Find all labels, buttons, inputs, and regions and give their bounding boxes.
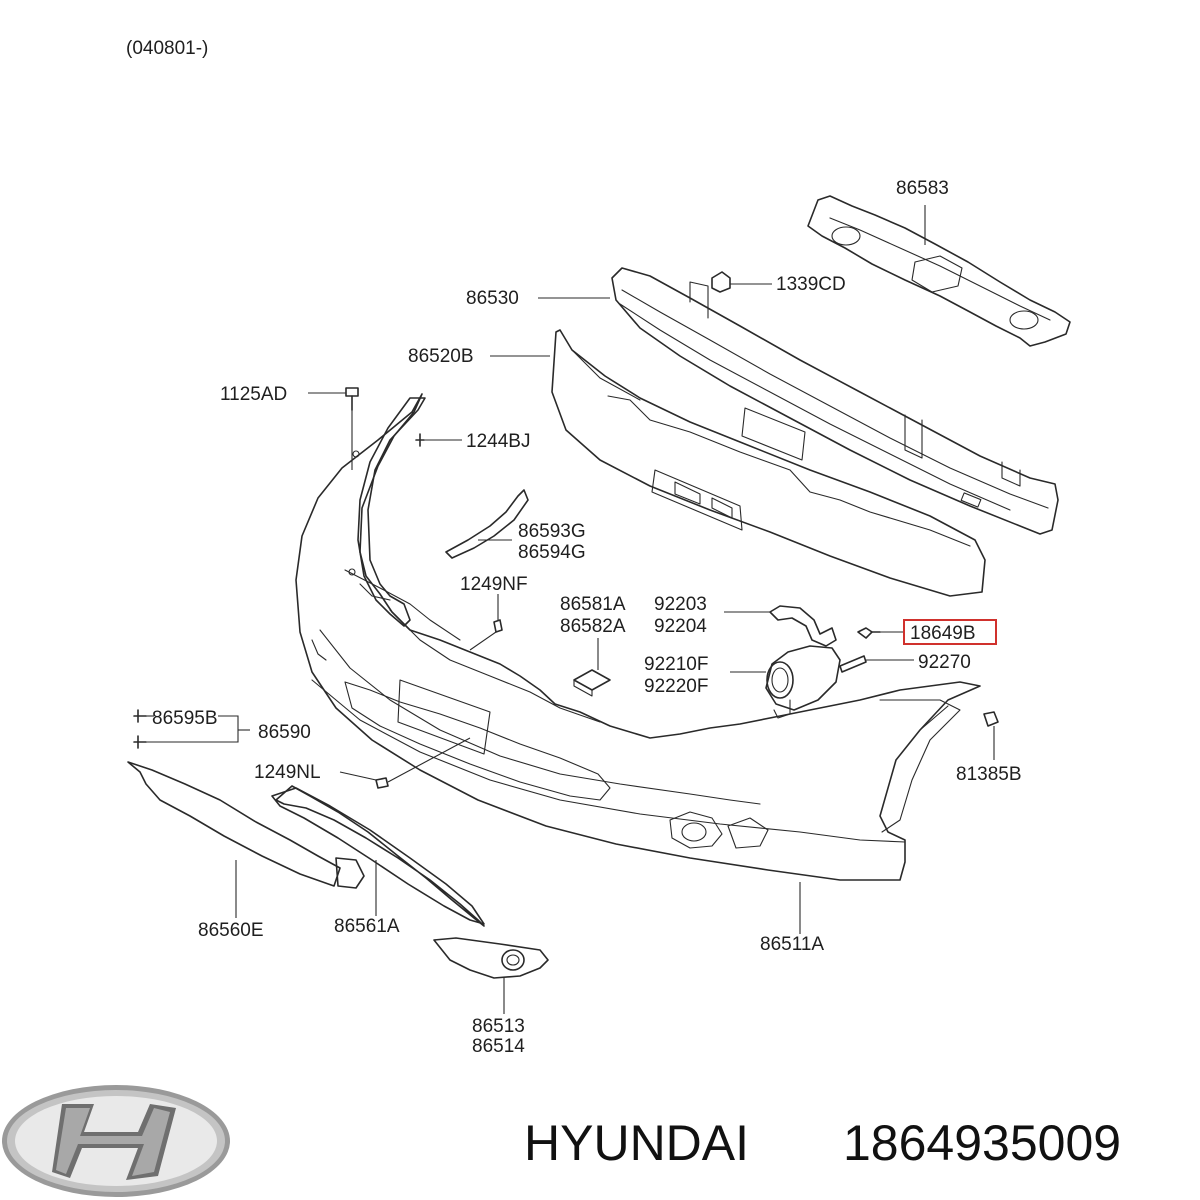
label-86514: 86514 — [472, 1036, 525, 1057]
label-1125ad: 1125AD — [220, 384, 287, 405]
label-1249nf: 1249NF — [460, 574, 528, 595]
label-92220f: 92220F — [644, 676, 708, 697]
bulb-92270 — [839, 655, 914, 673]
nut-1339cd — [711, 271, 772, 293]
bolt-1249nl — [339, 737, 471, 789]
screw-1244bj — [415, 433, 462, 447]
label-86594g: 86594G — [518, 542, 586, 563]
energy-absorber-86520b — [490, 329, 986, 597]
label-86595b: 86595B — [152, 708, 218, 729]
label-86560e: 86560E — [198, 920, 264, 941]
fog-lamp-92210f — [730, 645, 841, 719]
label-86593g: 86593G — [518, 521, 586, 542]
mesh-grille-86561a — [271, 785, 485, 927]
label-92210f: 92210F — [644, 654, 708, 675]
label-86581a: 86581A — [560, 594, 626, 615]
bolt-1125ad — [308, 387, 359, 470]
label-1339cd: 1339CD — [776, 274, 846, 295]
clip-81385b — [983, 711, 999, 760]
lamp-bracket-92203 — [724, 605, 837, 647]
bumper-cover-86511a — [295, 393, 981, 934]
label-86582a: 86582A — [560, 616, 626, 637]
label-86561a: 86561A — [334, 916, 400, 937]
label-92270: 92270 — [918, 652, 971, 673]
label-86520b: 86520B — [408, 346, 474, 367]
highlight-box — [903, 619, 997, 645]
label-18649b: 18649B — [910, 623, 976, 644]
screw-86590 — [133, 715, 250, 749]
side-bracket-left — [348, 397, 426, 627]
label-81385b: 81385B — [956, 764, 1022, 785]
label-92204: 92204 — [654, 616, 707, 637]
label-86530: 86530 — [466, 288, 519, 309]
screw-18649b — [857, 627, 904, 639]
label-86583: 86583 — [896, 178, 949, 199]
fog-lamp-cover-86513 — [433, 937, 549, 1014]
part-number: 1864935009 — [843, 1115, 1121, 1171]
clip-86581a — [573, 638, 611, 697]
label-86511a: 86511A — [760, 934, 824, 955]
bumper-beam-86530 — [538, 267, 1059, 535]
label-92203: 92203 — [654, 594, 707, 615]
hyundai-logo-icon — [2, 1085, 230, 1197]
label-86590: 86590 — [258, 722, 311, 743]
grille-86560e — [127, 761, 365, 918]
label-86513: 86513 — [472, 1016, 525, 1037]
screw-86595b — [133, 709, 154, 723]
brand-name: HYUNDAI — [524, 1115, 749, 1171]
label-1244bj: 1244BJ — [466, 431, 530, 452]
date-code: (040801-) — [126, 38, 208, 59]
reinforcement-bracket-86583 — [807, 195, 1071, 347]
bolt-1249nf — [469, 594, 503, 651]
bracket-86593g — [445, 489, 529, 559]
label-1249nl: 1249NL — [254, 762, 321, 783]
